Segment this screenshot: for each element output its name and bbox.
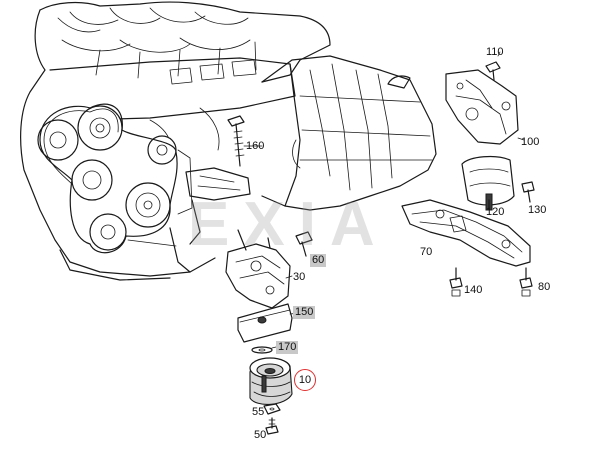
callout-120[interactable]: 120 <box>486 206 505 218</box>
pad-150 <box>237 303 293 343</box>
nut-55 <box>263 403 281 415</box>
transmission <box>261 55 437 211</box>
callout-140[interactable]: 140 <box>464 284 483 296</box>
bolt-80 <box>519 267 533 297</box>
callout-30[interactable]: 30 <box>293 271 306 283</box>
watermark-text: EXIA <box>188 190 389 259</box>
callout-50[interactable]: 50 <box>254 429 267 441</box>
bolt-130 <box>521 181 535 203</box>
washer-170 <box>251 346 273 354</box>
engine-mount-10 <box>249 357 293 405</box>
bolt-60 <box>295 231 313 257</box>
bolt-140 <box>449 267 463 297</box>
callout-55[interactable]: 55 <box>252 406 265 418</box>
bolt-160 <box>227 115 245 167</box>
leader-170 <box>271 346 277 349</box>
engine <box>20 1 331 281</box>
callout-130[interactable]: 130 <box>528 204 547 216</box>
callout-70[interactable]: 70 <box>420 246 433 258</box>
callout-100[interactable]: 100 <box>521 136 540 148</box>
bracket-30 <box>225 229 291 309</box>
callout-60[interactable]: 60 <box>310 254 327 267</box>
bolt-50 <box>265 417 279 435</box>
leader-30 <box>285 275 293 279</box>
bolt-110 <box>485 61 501 81</box>
callout-150[interactable]: 150 <box>293 306 316 319</box>
bracket-100 <box>445 69 519 145</box>
crossmember-70 <box>401 199 531 267</box>
callout-110[interactable]: 110 <box>486 46 504 58</box>
callout-10[interactable]: 10 <box>294 369 316 391</box>
callout-80[interactable]: 80 <box>538 281 551 293</box>
leader-110 <box>497 51 501 57</box>
callout-170[interactable]: 170 <box>276 341 299 354</box>
callout-160[interactable]: 160 <box>246 140 265 152</box>
mount-120 <box>461 155 515 211</box>
leader-100 <box>517 137 525 141</box>
